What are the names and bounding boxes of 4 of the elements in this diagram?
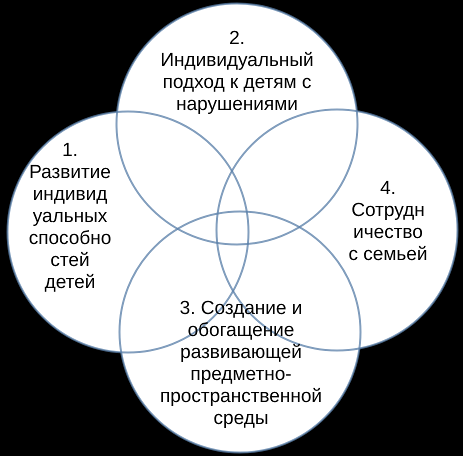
topic-text: 4. Сотрудничество с семьей: [348, 178, 428, 266]
topic-text: 3. Создание и обогащение развивающей предметно-пространственной среды: [158, 298, 324, 430]
topic-text: 2. Индивидуальный подход к детям с нарушениями: [159, 28, 315, 116]
topic-text: 1. Развитие индивидуальных способностей детей: [28, 140, 112, 294]
